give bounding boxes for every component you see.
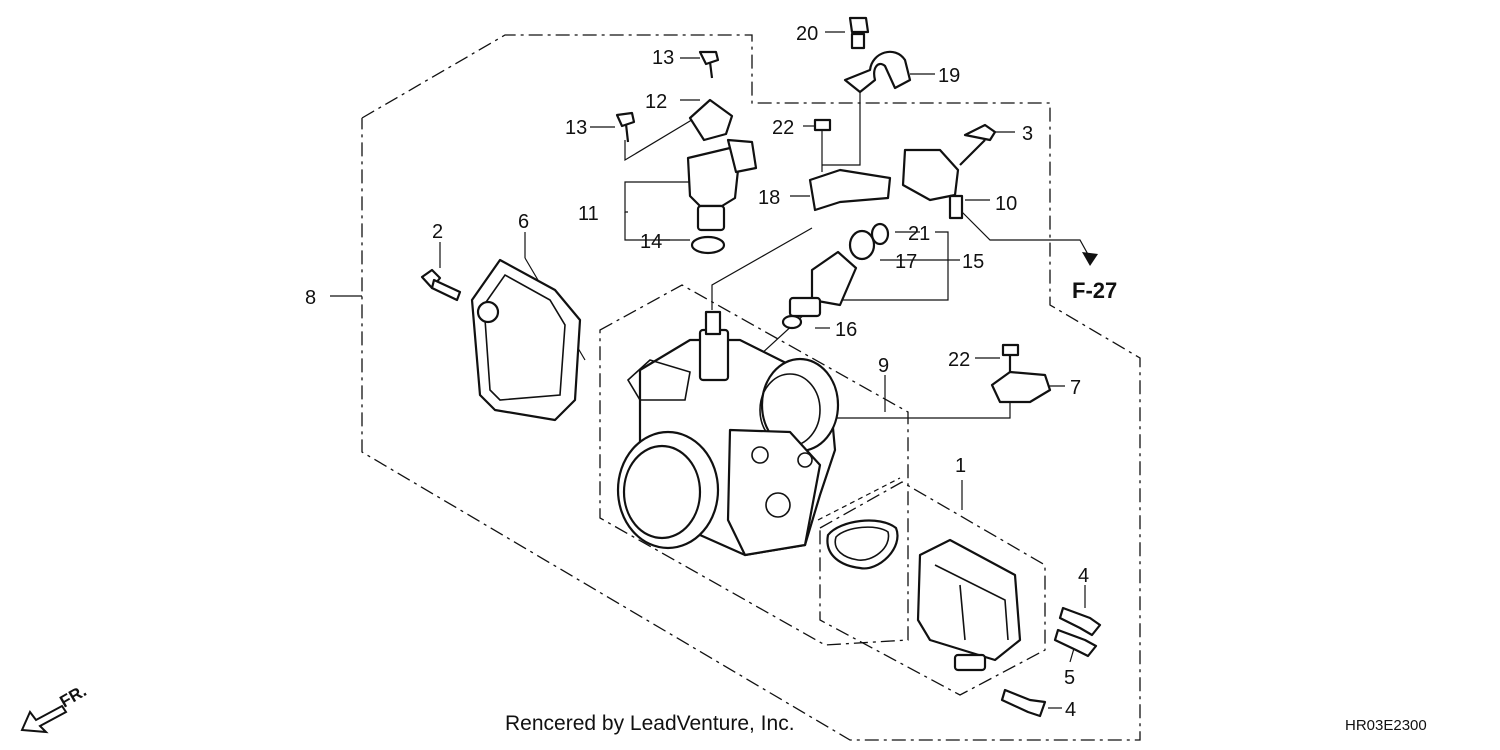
callout-numbers: 1 2 3 4 4 5 6 7 8 9 10 11 12 13 13 14 15… xyxy=(305,23,1089,721)
callout-22b: 22 xyxy=(948,349,970,371)
callout-21: 21 xyxy=(908,223,930,245)
callout-10: 10 xyxy=(995,193,1017,215)
temperature-sensor xyxy=(901,123,997,220)
throttle-body xyxy=(616,310,840,557)
reference-label: F-27 xyxy=(1072,278,1117,303)
callout-15: 15 xyxy=(962,251,984,273)
callout-14: 14 xyxy=(640,231,662,253)
sensor-plate xyxy=(990,370,1052,404)
sensor-unit xyxy=(916,538,1022,672)
injector-bracket xyxy=(688,98,734,142)
callout-17: 17 xyxy=(895,251,917,273)
front-direction-icon: FR. xyxy=(20,681,90,734)
sensor-bolts xyxy=(1000,606,1102,718)
callout-11: 11 xyxy=(578,203,599,225)
credit-text: Rencered by LeadVenture, Inc. xyxy=(505,712,795,735)
screws xyxy=(615,50,720,143)
callout-20: 20 xyxy=(796,23,818,45)
callout-4a: 4 xyxy=(1078,565,1089,587)
callout-5: 5 xyxy=(1064,667,1075,689)
callout-1: 1 xyxy=(955,455,966,477)
hose-clamp xyxy=(843,50,912,94)
callout-13a: 13 xyxy=(652,47,674,69)
reference-arrow-head xyxy=(1082,252,1098,266)
callout-6: 6 xyxy=(518,211,529,233)
callout-7: 7 xyxy=(1070,377,1081,399)
callout-13b: 13 xyxy=(565,117,587,139)
diagram-code: HR03E2300 xyxy=(1345,717,1427,734)
small-bolts xyxy=(813,16,1020,372)
throttle-cover xyxy=(470,258,582,422)
callout-2: 2 xyxy=(432,221,443,243)
callout-9: 9 xyxy=(878,355,889,377)
callout-22a: 22 xyxy=(772,117,794,139)
callout-3: 3 xyxy=(1022,123,1033,145)
callout-8: 8 xyxy=(305,287,316,309)
callout-18: 18 xyxy=(758,187,780,209)
callout-12: 12 xyxy=(645,91,667,113)
sensor-boundary xyxy=(819,481,1046,696)
assembly-boundary xyxy=(361,34,1141,741)
callout-4b: 4 xyxy=(1065,699,1076,721)
callout-19: 19 xyxy=(938,65,960,87)
callout-16: 16 xyxy=(835,319,857,341)
fuel-injector xyxy=(781,222,890,330)
throttle-body-boundary xyxy=(599,284,909,646)
injector xyxy=(686,138,758,255)
gasket-boundary xyxy=(817,477,901,521)
cover-bolt xyxy=(420,268,462,302)
injector-plate xyxy=(808,168,892,212)
